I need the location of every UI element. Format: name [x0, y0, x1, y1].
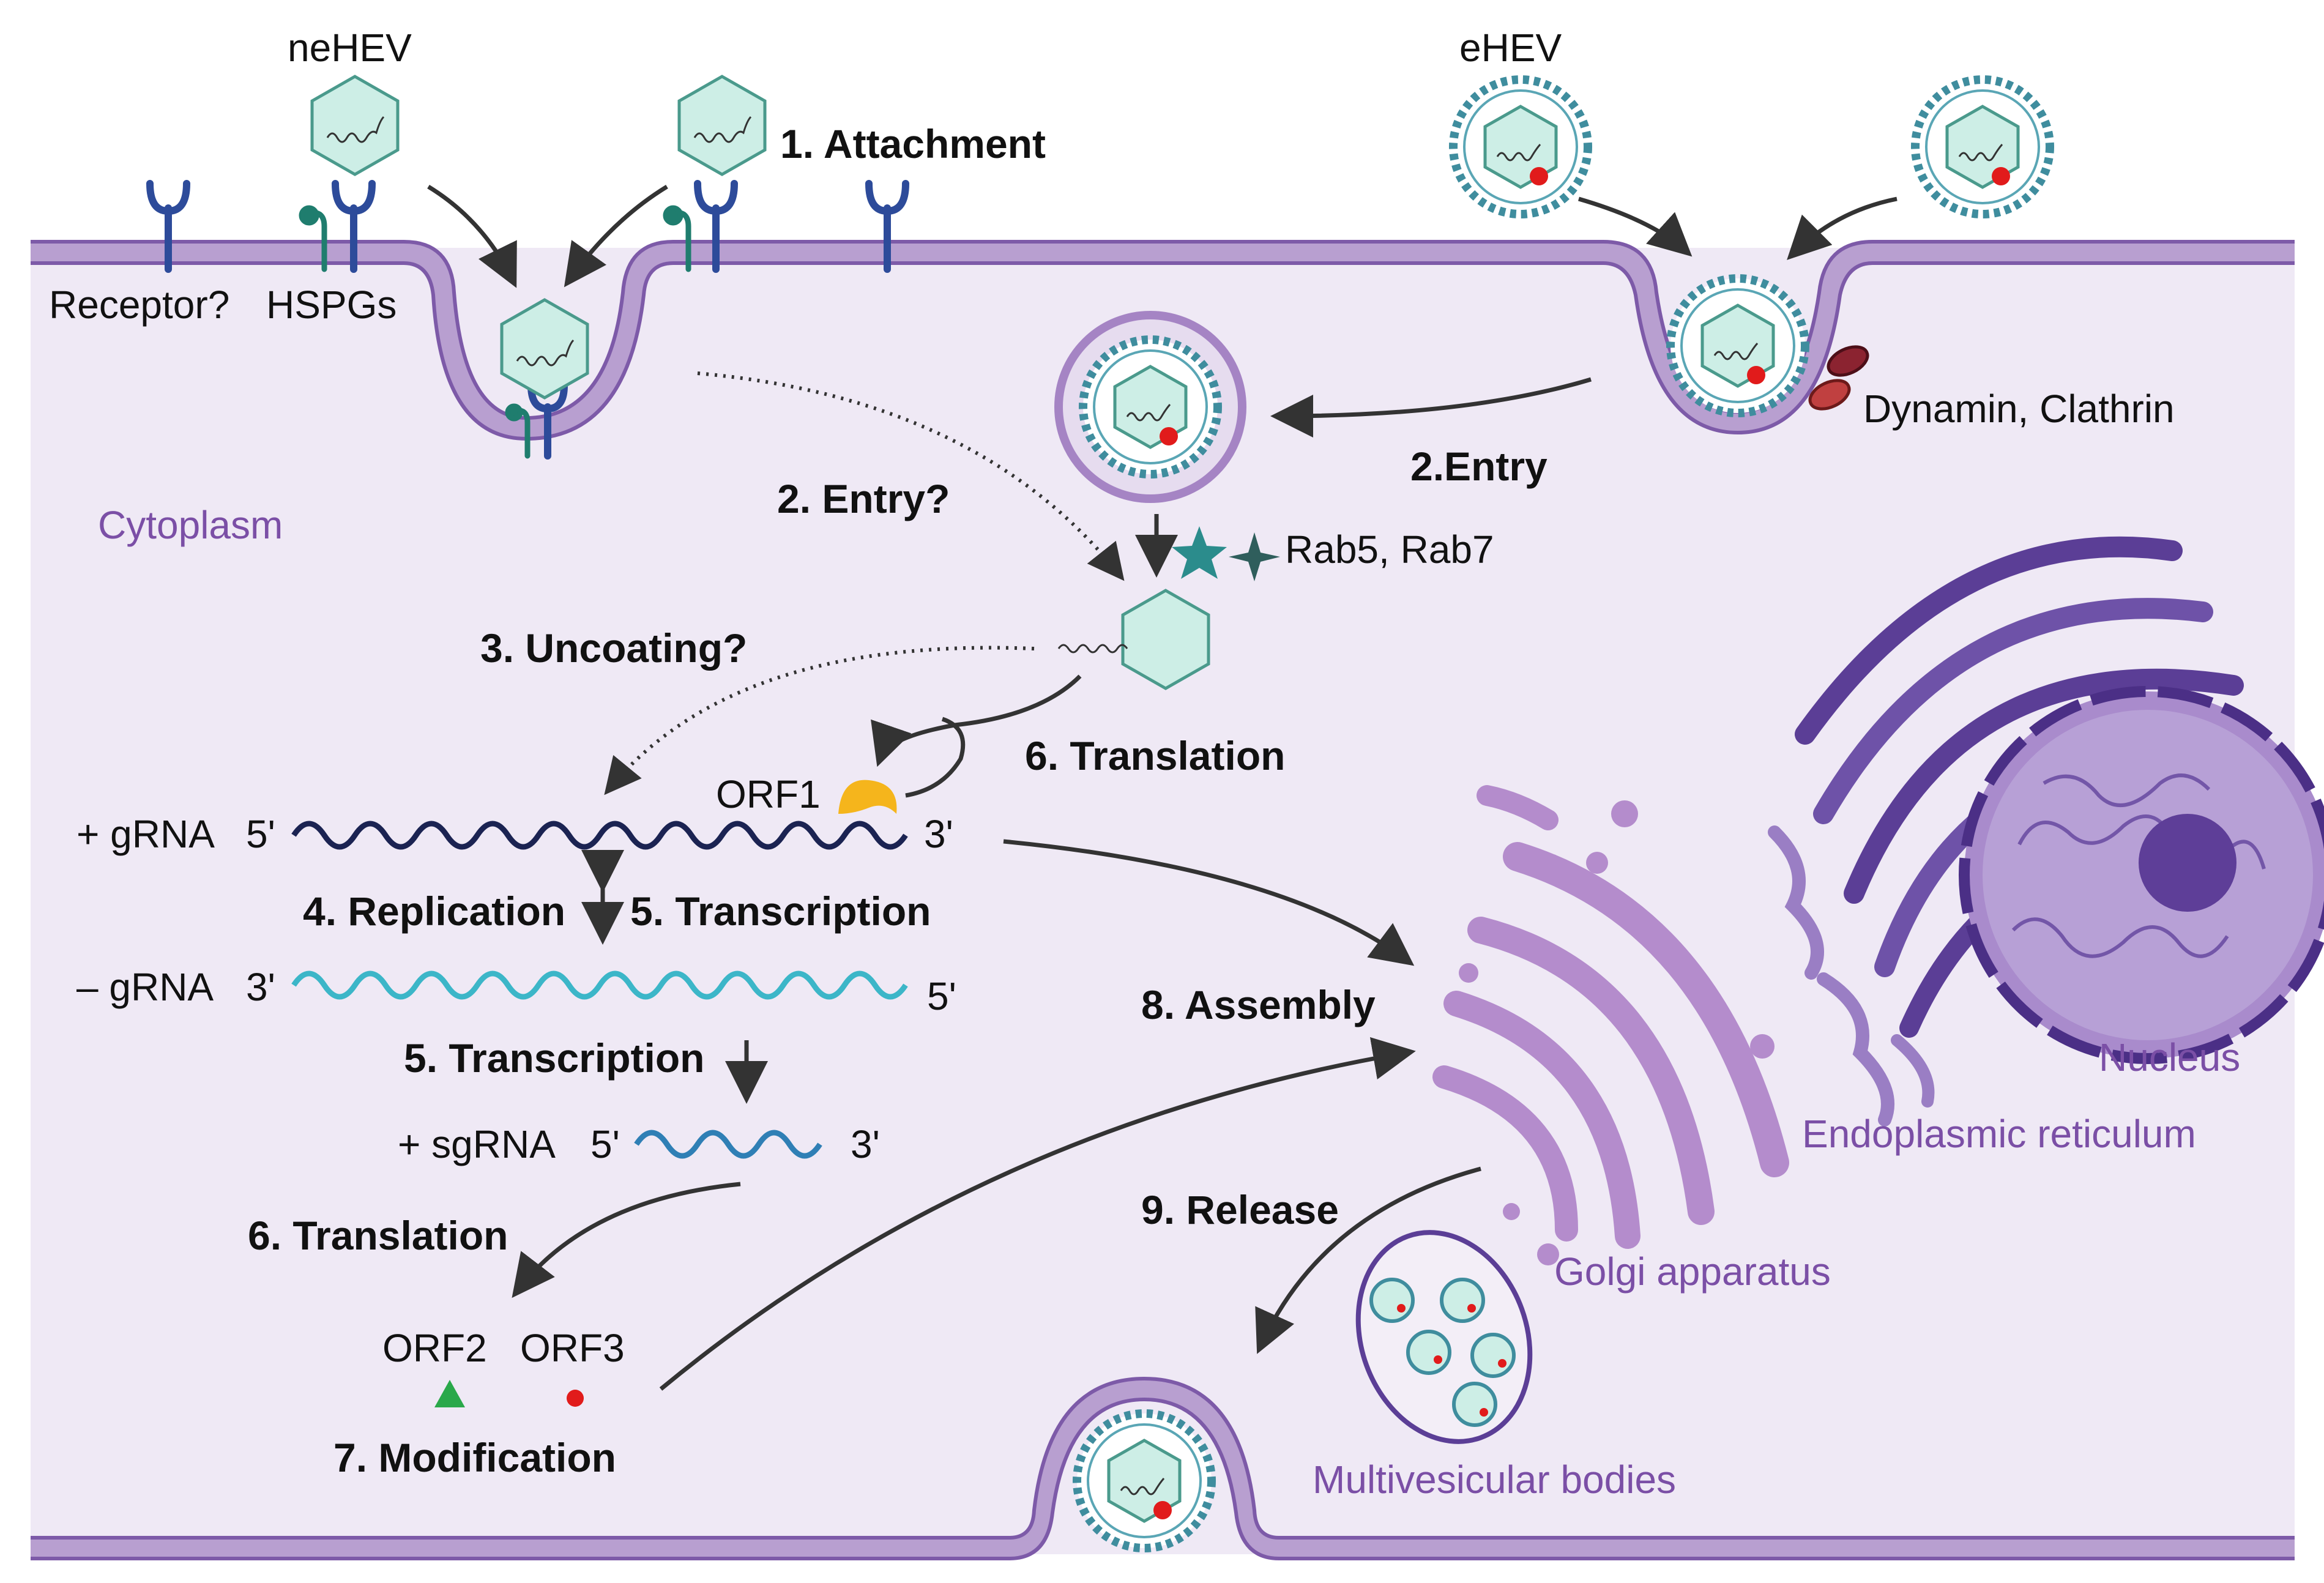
- translation-low-label: 6. Translation: [248, 1213, 508, 1258]
- orf2-protein-icon: [434, 1380, 465, 1407]
- rab-star-icon: [1172, 526, 1280, 581]
- uncoating-label: 3. Uncoating?: [480, 625, 747, 671]
- arrows: [427, 185, 1898, 1391]
- orf1-label: ORF1: [716, 772, 821, 816]
- ehev-label: eHEV: [1459, 26, 1562, 70]
- golgi-label: Golgi apparatus: [1554, 1250, 1831, 1294]
- multivesicular-body-icon: [1355, 1230, 1533, 1444]
- plasma-membrane-top: [31, 242, 2295, 439]
- plus-grna-3prime: 3': [924, 812, 953, 856]
- translation-top-label: 6. Translation: [1025, 733, 1285, 778]
- plus-grna-5prime: 5': [246, 812, 275, 856]
- budding-virion-icon: [1077, 1414, 1212, 1548]
- minus-grna-strand: [291, 970, 908, 1000]
- orf3-protein-icon: [567, 1390, 584, 1407]
- dynamin-clathrin-icon: [1808, 345, 1869, 411]
- orf1-protein-icon: [838, 780, 897, 814]
- assembly-label: 8. Assembly: [1141, 982, 1376, 1027]
- receptor-icon: [146, 180, 909, 273]
- plus-grna-label: + gRNA: [76, 812, 215, 856]
- plus-grna-strand: [291, 821, 908, 850]
- orf2-label: ORF2: [382, 1326, 487, 1370]
- transcription-low-label: 5. Transcription: [404, 1035, 704, 1081]
- nehev-virion-icon: [679, 76, 765, 174]
- plus-sgrna-strand: [634, 1130, 822, 1159]
- nucleus-label: Nucleus: [2099, 1035, 2240, 1079]
- plasma-membrane-top-inner: [31, 261, 2295, 441]
- ehev-virion-icon: [1915, 80, 2050, 214]
- orf3-label: ORF3: [520, 1326, 625, 1370]
- hspg-receptor-icon: [332, 180, 738, 460]
- endosome-icon: [1054, 311, 1246, 503]
- mvb-label: Multivesicular bodies: [1313, 1458, 1676, 1502]
- release-label: 9. Release: [1141, 1187, 1339, 1232]
- ehev-virion-icon: [1453, 80, 1588, 214]
- entry-ne-label: 2. Entry?: [777, 476, 950, 521]
- transcription-mid-label: 5. Transcription: [630, 888, 931, 934]
- entry-e-label: 2.Entry: [1410, 444, 1547, 489]
- attachment-label: 1. Attachment: [780, 121, 1046, 166]
- plasma-membrane-bottom: [31, 1378, 2295, 1559]
- replication-label: 4. Replication: [303, 888, 565, 934]
- receptor-label: Receptor?: [49, 283, 229, 327]
- dynamin-clathrin-label: Dynamin, Clathrin: [1863, 387, 2175, 431]
- ehev-virion-icon: [1670, 278, 1805, 413]
- uncoated-capsid-icon: [1057, 589, 1210, 690]
- nucleus-icon: [1959, 686, 2324, 1064]
- plasma-membrane-bottom-inner: [31, 1397, 2295, 1560]
- nehev-virion-icon: [312, 76, 398, 174]
- plus-sgrna-label: + sgRNA: [398, 1122, 556, 1166]
- plus-sgrna-5prime: 5': [590, 1122, 620, 1166]
- minus-grna-label: – gRNA: [76, 965, 214, 1009]
- minus-grna-3prime: 3': [246, 965, 275, 1009]
- plasma-membrane-bottom-outline: [31, 1376, 2295, 1540]
- modification-label: 7. Modification: [333, 1435, 616, 1480]
- er-label: Endoplasmic reticulum: [1802, 1112, 2196, 1156]
- rab-label: Rab5, Rab7: [1285, 527, 1494, 572]
- cytoplasm-label: Cytoplasm: [98, 503, 283, 547]
- golgi-apparatus-icon: [1432, 785, 1789, 1265]
- plus-sgrna-3prime: 3': [851, 1122, 880, 1166]
- hspg-icon: [299, 205, 691, 459]
- minus-grna-5prime: 5': [927, 974, 956, 1018]
- hspgs-label: HSPGs: [266, 283, 397, 327]
- nehev-label: neHEV: [288, 26, 412, 70]
